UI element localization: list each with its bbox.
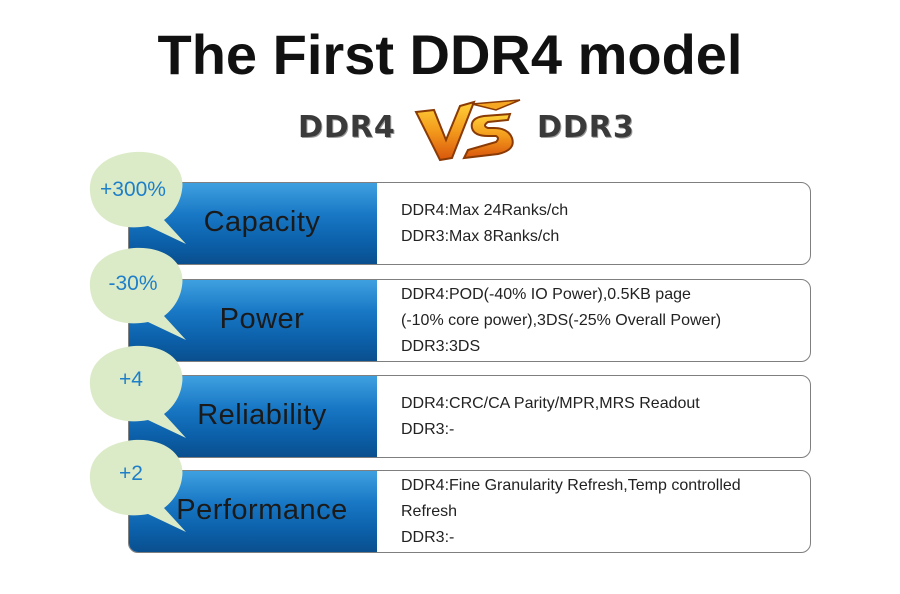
vs-logo-icon xyxy=(414,99,521,162)
power-label: Power xyxy=(219,303,305,335)
reliability-description: DDR4:CRC/CA Parity/MPR,MRS Readout DDR3:… xyxy=(401,394,700,438)
performance-label: Performance xyxy=(176,494,348,526)
vs-right-label: DDR3 xyxy=(537,110,635,145)
capacity-badge: +300% xyxy=(100,178,166,201)
reliability-badge: +4 xyxy=(119,368,143,391)
performance-row: DDR4:Fine Granularity Refresh,Temp contr… xyxy=(128,470,811,553)
capacity-row: DDR4:Max 24Ranks/ch DDR3:Max 8Ranks/ch C… xyxy=(128,182,811,265)
performance-description: DDR4:Fine Granularity Refresh,Temp contr… xyxy=(401,476,741,546)
vs-banner: DDR4 DDR3 xyxy=(0,98,900,168)
badge-bubble-icon xyxy=(89,151,186,244)
reliability-row: DDR4:CRC/CA Parity/MPR,MRS Readout DDR3:… xyxy=(128,375,811,458)
performance-badge: +2 xyxy=(119,462,143,485)
vs-left-label: DDR4 xyxy=(298,110,396,145)
capacity-description: DDR4:Max 24Ranks/ch DDR3:Max 8Ranks/ch xyxy=(401,201,569,245)
reliability-label: Reliability xyxy=(197,399,327,431)
power-description: DDR4:POD(-40% IO Power),0.5KB page (-10%… xyxy=(401,285,722,355)
page-title: The First DDR4 model xyxy=(157,23,743,86)
badge-bubble-icon xyxy=(89,345,186,438)
badge-bubble-icon xyxy=(89,439,186,532)
capacity-label: Capacity xyxy=(203,206,321,238)
power-row: DDR4:POD(-40% IO Power),0.5KB page (-10%… xyxy=(128,279,811,362)
badge-bubble-icon xyxy=(89,247,186,340)
power-badge: -30% xyxy=(108,272,158,295)
